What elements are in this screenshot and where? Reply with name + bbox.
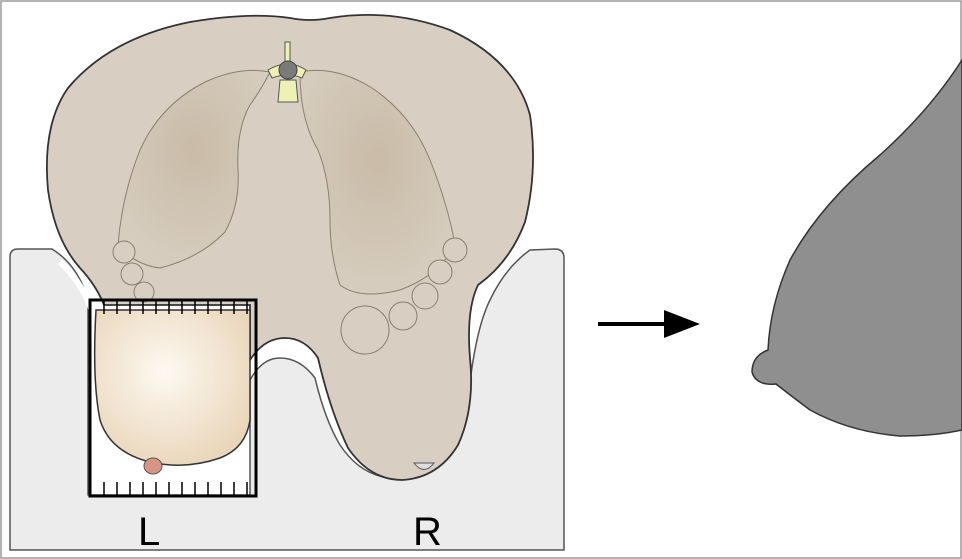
label-right: R (413, 510, 442, 554)
left-nipple (144, 458, 162, 474)
left-breast (95, 310, 250, 465)
label-left: L (138, 510, 160, 554)
vertebra (279, 61, 297, 79)
